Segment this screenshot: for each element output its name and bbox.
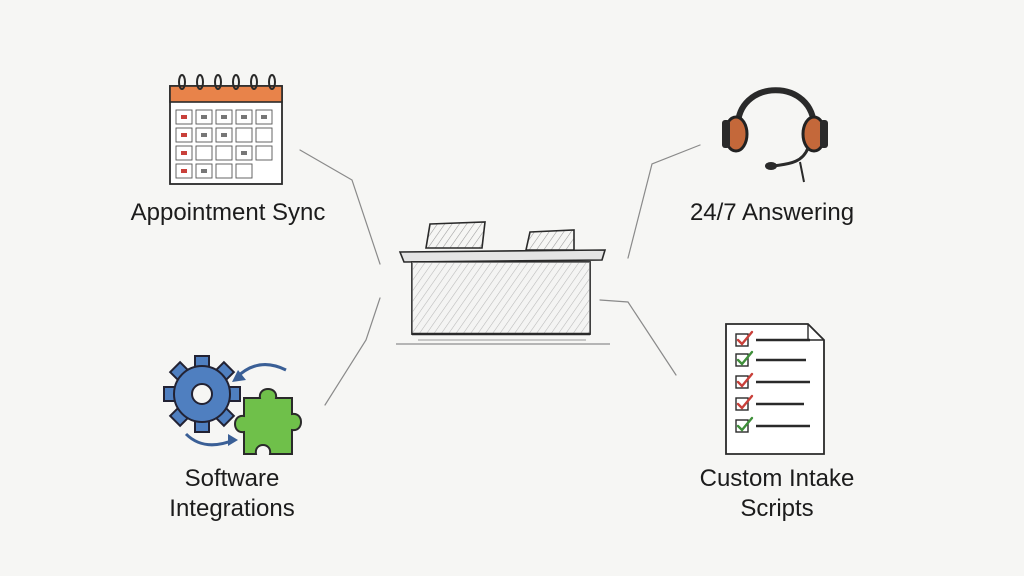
- connector-answering: [627, 144, 701, 259]
- label-line: Software: [184, 465, 280, 492]
- label-line: 24/7 Answering: [689, 199, 855, 226]
- label-software-integrations: Software Integrations: [132, 464, 332, 524]
- connector-custom-intake-scripts: [599, 299, 677, 376]
- label-line: Custom Intake: [699, 465, 855, 492]
- headset-icon: [722, 87, 828, 183]
- reception-desk-icon: [396, 221, 610, 345]
- label-line: Scripts: [740, 495, 814, 522]
- checklist-icon: [725, 323, 825, 455]
- label-line: Appointment Sync: [130, 199, 326, 226]
- gears-puzzle-icon: [163, 355, 302, 455]
- label-appointment-sync: Appointment Sync: [118, 198, 338, 228]
- calendar-icon: [169, 74, 283, 185]
- label-custom-intake-scripts: Custom Intake Scripts: [672, 464, 882, 524]
- connector-software-integrations: [324, 297, 381, 406]
- connector-appointment-sync: [299, 149, 381, 265]
- label-answering: 24/7 Answering: [672, 198, 872, 228]
- label-line: Integrations: [169, 495, 295, 522]
